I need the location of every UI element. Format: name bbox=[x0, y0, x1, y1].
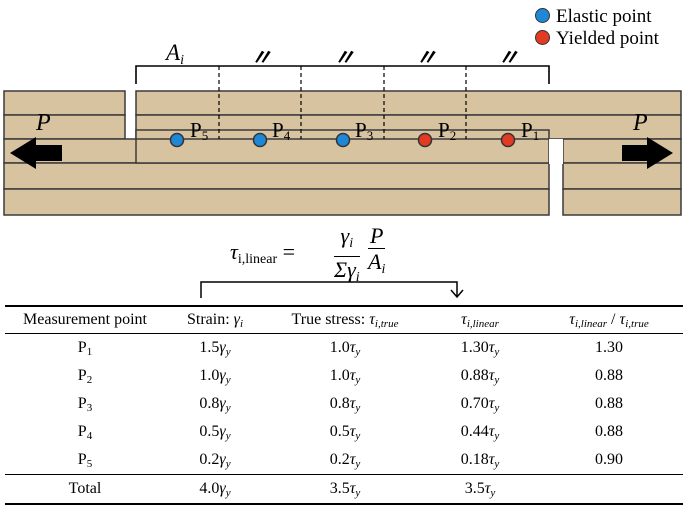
elastic-point-legend-marker bbox=[535, 8, 550, 23]
measurement-point-p2-yielded bbox=[417, 132, 433, 148]
point-label-p3: P3 bbox=[355, 118, 374, 143]
strain-ratio-fraction: γi Σγi bbox=[334, 223, 360, 285]
legend-elastic-label: Elastic point bbox=[556, 6, 652, 27]
right-member-lamina-2 bbox=[562, 162, 682, 190]
upper-member-lamina-1 bbox=[135, 90, 682, 116]
bottom-member-lamina-2 bbox=[3, 162, 550, 190]
region-area-label: Ai bbox=[166, 40, 184, 68]
header-linear-stress: τi,linear bbox=[425, 305, 535, 334]
yielded-point-legend-marker bbox=[535, 30, 550, 45]
header-ratio: τi,linear / τi,true bbox=[535, 305, 683, 334]
measurement-point-p5-elastic bbox=[169, 132, 185, 148]
measurement-point-p1-yielded bbox=[500, 132, 516, 148]
legend-yielded: Yielded point bbox=[535, 28, 659, 50]
bottom-member-lamina-3 bbox=[3, 188, 550, 216]
left-member-top-lamina bbox=[3, 90, 126, 116]
point-label-p1: P1 bbox=[521, 118, 540, 143]
ditto-mark: 〃 bbox=[497, 45, 519, 70]
header-strain: Strain: γi bbox=[165, 305, 265, 334]
table-row: P1 1.5γy 1.0τy 1.30τy 1.30 bbox=[77, 338, 623, 358]
header-measurement-point: Measurement point bbox=[5, 305, 165, 334]
ditto-mark: 〃 bbox=[250, 45, 272, 70]
formula-lhs: τi,linear = bbox=[230, 239, 296, 267]
ditto-mark: 〃 bbox=[333, 45, 355, 70]
lap-joint-diagram bbox=[3, 65, 682, 299]
right-member-lamina-3 bbox=[562, 188, 682, 216]
table-row: P5 0.2γy 0.2τy 0.18τy 0.90 bbox=[77, 450, 623, 470]
point-label-p2: P2 bbox=[438, 118, 457, 143]
right-gap bbox=[549, 139, 563, 164]
table-row: P2 1.0γy 1.0τy 0.88τy 0.88 bbox=[77, 366, 623, 386]
left-member-mid-lamina bbox=[3, 114, 126, 140]
measurement-points bbox=[169, 132, 516, 148]
force-area-fraction: P Ai bbox=[368, 223, 386, 277]
measurement-point-p4-elastic bbox=[252, 132, 268, 148]
left-force-label: P bbox=[36, 110, 51, 136]
table-row: P3 0.8γy 0.8τy 0.70τy 0.88 bbox=[77, 394, 623, 414]
legend-yielded-label: Yielded point bbox=[556, 28, 659, 49]
table-total-row: Total 4.0γy 3.5τy 3.5τy bbox=[5, 474, 683, 505]
point-label-p5: P5 bbox=[190, 118, 209, 143]
left-force-arrow bbox=[10, 137, 62, 169]
ditto-mark: 〃 bbox=[415, 45, 437, 70]
region-dividers bbox=[218, 66, 467, 139]
stress-table: Measurement point Strain: γi True stress… bbox=[5, 305, 683, 505]
wood-members bbox=[3, 90, 682, 216]
table-header-row: Measurement point Strain: γi True stress… bbox=[5, 305, 683, 334]
table-row: P4 0.5γy 0.5τy 0.44τy 0.88 bbox=[77, 422, 623, 442]
right-force-label: P bbox=[633, 110, 648, 136]
point-label-p4: P4 bbox=[272, 118, 291, 143]
right-force-arrow bbox=[622, 137, 673, 169]
measurement-point-p3-elastic bbox=[335, 132, 351, 148]
header-true-stress: True stress: τi,true bbox=[265, 305, 425, 334]
formula-bracket bbox=[200, 281, 464, 299]
legend-elastic: Elastic point bbox=[535, 6, 652, 28]
region-bracket bbox=[135, 65, 550, 84]
